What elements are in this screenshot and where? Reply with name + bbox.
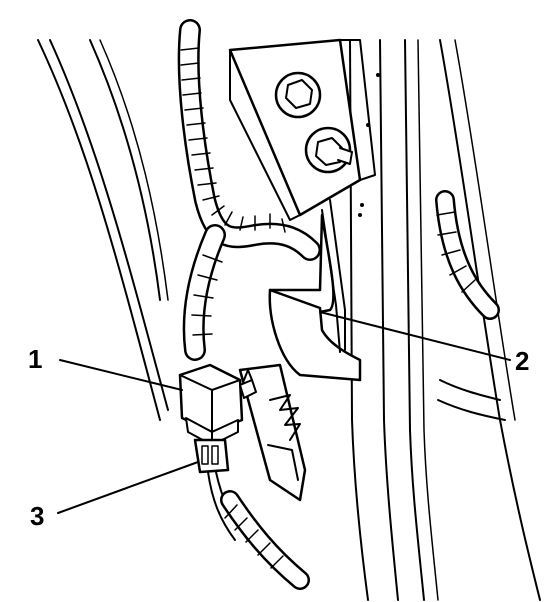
pillar-right [349, 39, 541, 601]
bolt-upper [274, 71, 322, 119]
callout-1: 1 [28, 344, 42, 374]
mounting-bracket [228, 38, 376, 221]
lower-panel [238, 363, 307, 502]
wiring-harness [177, 19, 321, 361]
door-frame-left [37, 39, 169, 421]
leader-line-2 [319, 311, 511, 361]
right-harness [435, 190, 506, 421]
lower-wire-loom [220, 490, 310, 590]
bolt-lower [304, 126, 353, 174]
relay-module [178, 363, 244, 446]
retaining-clip [239, 369, 257, 399]
callout-3: 3 [30, 501, 44, 531]
inner-panel [268, 199, 362, 382]
leader-lines [57, 311, 511, 514]
callout-2: 2 [515, 346, 529, 376]
leader-line-1 [59, 359, 183, 391]
callout-labels: 1 2 3 [28, 344, 529, 531]
pillar-dots [358, 73, 380, 217]
leader-line-3 [57, 461, 199, 514]
